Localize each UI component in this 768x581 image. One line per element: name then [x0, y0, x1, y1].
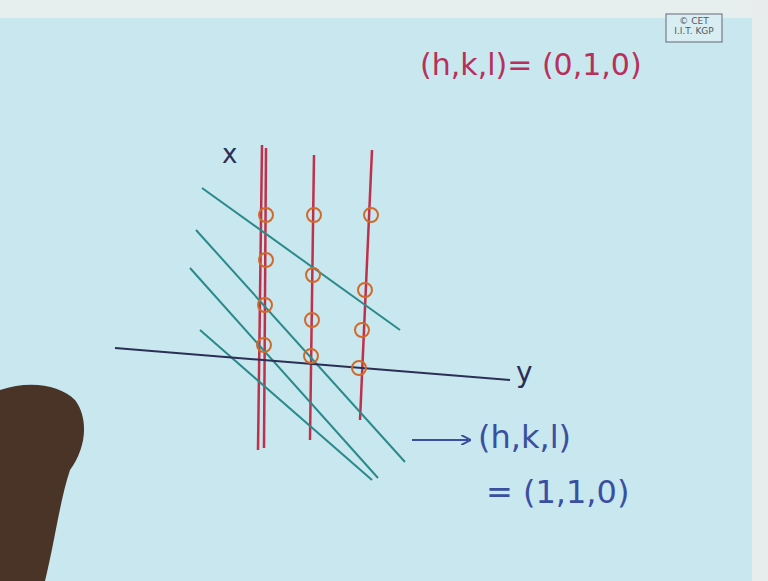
lattice-point	[352, 361, 366, 375]
miller-index: (h,k,l)	[478, 420, 571, 455]
miller-index: = (1,1,0)	[486, 475, 629, 510]
lattice-point	[307, 208, 321, 222]
lattice-point	[364, 208, 378, 222]
paper-edge	[752, 0, 768, 581]
paper-top	[0, 0, 768, 18]
lattice-point	[259, 208, 273, 222]
lattice-point	[358, 283, 372, 297]
y-axis	[115, 348, 510, 380]
lattice-point	[259, 253, 273, 267]
axis-label: y	[516, 358, 533, 389]
lattice-point	[257, 338, 271, 352]
teal-line	[196, 230, 405, 462]
teal-line	[190, 268, 378, 478]
hand	[0, 385, 84, 581]
lattice-point	[305, 313, 319, 327]
lattice-point	[258, 298, 272, 312]
teal-line	[200, 330, 372, 480]
leader-arrow	[412, 439, 470, 441]
watermark: © CET I.I.T. KGP	[669, 17, 719, 37]
lattice-point	[355, 323, 369, 337]
teal-line	[202, 188, 400, 330]
lattice-points	[257, 208, 378, 375]
lattice-point	[304, 349, 318, 363]
red-line	[258, 145, 262, 450]
red-line	[310, 155, 314, 440]
watermark-box	[666, 14, 722, 42]
lattice-point	[306, 268, 320, 282]
axis-label: x	[222, 140, 237, 169]
miller-index: (h,k,l)= (0,1,0)	[420, 48, 642, 81]
plane-lines-110	[190, 188, 405, 480]
